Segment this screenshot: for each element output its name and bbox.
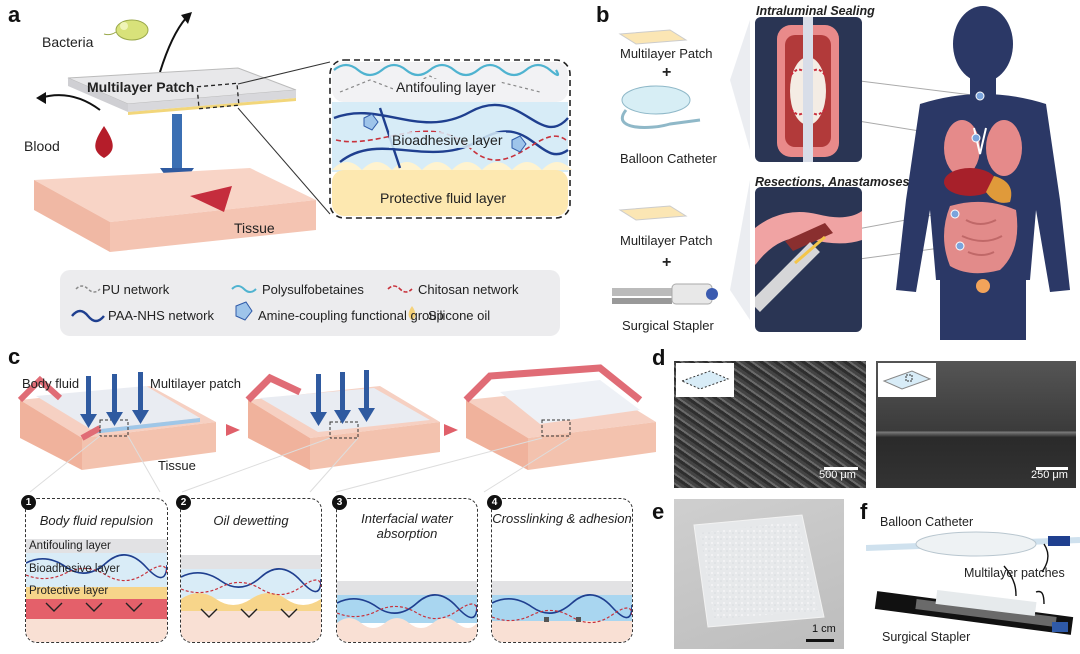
repel-arrow [159, 17, 187, 73]
step1-antifouling: Antifouling layer [29, 540, 111, 552]
legend-box [60, 270, 560, 336]
tissue-block-2 [245, 373, 440, 470]
body-fluid-label: Body fluid [22, 376, 80, 391]
patch-photo: 1 cm [674, 499, 844, 649]
tissue-block-3 [463, 364, 656, 470]
sem-inset-1 [676, 363, 734, 397]
blood-drop-icon [95, 126, 113, 158]
step-1-badge: 1 [21, 495, 36, 510]
sem-scale-1: 500 μm [819, 469, 856, 481]
bioadhesive-layer-label: Bioadhesive layer [389, 132, 506, 148]
antifouling-layer-label: Antifouling layer [393, 79, 499, 95]
step-3-title: Interfacial water absorption [361, 511, 453, 541]
step1-protective: Protective layer [29, 585, 109, 597]
step-2-badge: 2 [176, 495, 191, 510]
surgical-stapler-label-f: Surgical Stapler [882, 630, 971, 644]
resection-anastamosis-panel [755, 187, 862, 332]
panel-c-label: c [8, 344, 21, 369]
blood-label: Blood [24, 138, 60, 154]
photo-scale: 1 cm [812, 623, 836, 635]
step-4-badge: 4 [487, 495, 502, 510]
sem-image-cross-section: 250 μm [876, 361, 1076, 488]
bacteria-icon [103, 19, 149, 41]
panel-f-label: f [860, 499, 868, 524]
step-box-4: Crosslinking & adhesion [491, 498, 633, 643]
legend-amine: Amine-coupling functional group [258, 308, 444, 323]
resections-title: Resections, Anastamoses [755, 175, 910, 189]
step-1-title: Body fluid repulsion [39, 513, 154, 528]
tissue-block-1 [17, 375, 216, 470]
panel-e-label: e [652, 499, 665, 524]
balloon-catheter-icon [621, 85, 701, 129]
tissue-block [34, 168, 316, 222]
human-body-silhouette [896, 6, 1070, 340]
legend-chitosan: Chitosan network [418, 282, 519, 297]
intraluminal-sealing-title: Intraluminal Sealing [756, 4, 875, 18]
legend-polysulfobetaines: Polysulfobetaines [262, 282, 364, 297]
sem-image-top-view: 500 μm [674, 361, 866, 488]
balloon-catheter-label-f: Balloon Catheter [880, 515, 974, 529]
sem-scale-2: 250 μm [1031, 469, 1068, 481]
step-box-1: Body fluid repulsion Antifouling layer B… [25, 498, 168, 643]
intraluminal-sealing-panel [755, 17, 862, 162]
legend-silicone-oil: Silicone oil [428, 308, 491, 323]
legend-pu: PU network [102, 282, 170, 297]
panel-a-label: a [8, 2, 21, 27]
panel-a-illustration [34, 12, 572, 336]
patch2-label: Multilayer Patch [620, 233, 713, 248]
protective-fluid-layer-label: Protective fluid layer [380, 190, 507, 206]
plus1: + [662, 64, 672, 81]
device-photo [866, 531, 1080, 635]
panel-d-label: d [652, 345, 666, 370]
step-box-2: Oil dewetting [180, 498, 322, 643]
step-3-badge: 3 [332, 495, 347, 510]
surgical-stapler-label: Surgical Stapler [622, 318, 714, 333]
multilayer-patch-label-c: Multilayer patch [150, 376, 242, 391]
panel-c-illustration [17, 364, 656, 493]
step1-bioadhesive: Bioadhesive layer [29, 563, 120, 575]
step-box-3: Interfacial water absorption [336, 498, 478, 643]
tissue-label-a: Tissue [234, 220, 275, 236]
panel-b-label: b [596, 2, 610, 27]
plus2: + [662, 254, 672, 271]
tissue-label-c: Tissue [158, 458, 196, 473]
surgical-stapler-icon [612, 283, 718, 305]
panel-b-illustration [612, 6, 1070, 340]
patch-label: Multilayer Patch [87, 79, 195, 95]
step-2-title: Oil dewetting [213, 513, 289, 528]
step-4-title: Crosslinking & adhesion [492, 511, 632, 526]
legend-paa-nhs: PAA-NHS network [108, 308, 214, 323]
balloon-catheter-label: Balloon Catheter [620, 151, 717, 166]
multilayer-patches-label: Multilayer patches [964, 566, 1065, 580]
sem-inset-2 [878, 363, 936, 397]
bacteria-label: Bacteria [42, 34, 94, 50]
patch1-label: Multilayer Patch [620, 46, 713, 61]
